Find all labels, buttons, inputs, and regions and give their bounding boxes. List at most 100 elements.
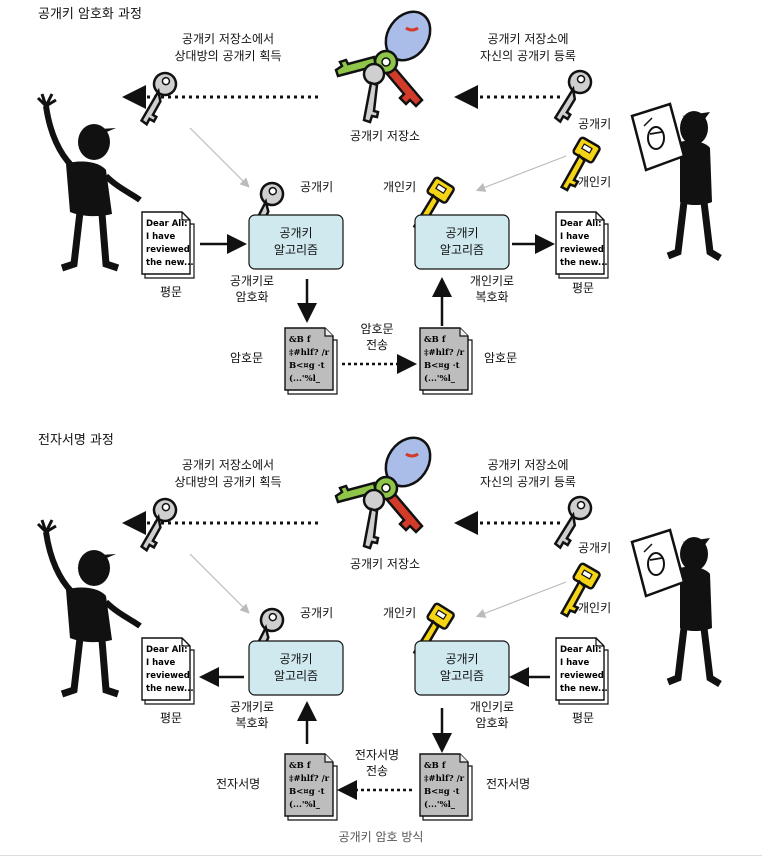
right-algo-label-2: 알고리즘 [440,669,484,683]
svg-text:(...'%l_: (...'%l_ [289,799,321,810]
right-doc-label: 평문 [572,711,594,725]
right-top-label-2: 자신의 공개키 등록 [480,475,576,489]
right-top-label-2: 자신의 공개키 등록 [480,49,576,63]
right-algorithm-box [414,640,510,696]
right-cipher-label: 암호문 [484,351,517,365]
left-top-label-2: 상대방의 공개키 획득 [175,49,282,63]
left-top-label-1: 공개키 저장소에서 [182,32,274,46]
plaintext-doc: Dear Ali: I have reviewed the new... [141,637,195,705]
svg-text:the new...: the new... [146,684,194,694]
svg-text:&B f: &B f [289,761,312,771]
plaintext-doc: Dear Ali: I have reviewed the new... [141,211,195,279]
svg-text:the new...: the new... [146,258,194,268]
left-top-label-1: 공개키 저장소에서 [182,458,274,472]
left-person [38,94,140,268]
encryption-panel: 공개키 암호화 과정 공개키 저장소에서 상대방의 공개키 획득 공개키 저장소… [0,0,762,420]
svg-text:‡#hlf? /r: ‡#hlf? /r [289,774,330,784]
svg-text:&B f: &B f [424,335,447,345]
svg-text:&B f: &B f [289,335,312,345]
public-key-icon [139,68,181,131]
right-algo-label-2: 알고리즘 [440,243,484,257]
digital-signature-panel: 전자서명 과정 공개키 저장소에서 상대방의 공개키 획득 공개키 저장소에 자… [0,426,762,846]
plaintext-doc: Dear Ali: I have reviewed the new... [555,637,609,705]
svg-text:reviewed: reviewed [146,245,190,255]
right-top-label-1: 공개키 저장소에 [487,458,568,472]
svg-text:B<¤g ·t: B<¤g ·t [289,361,325,371]
public-key-icon [139,494,181,557]
right-doc-label: 평문 [572,281,594,295]
svg-text:(...'%l_: (...'%l_ [289,373,321,384]
right-person [632,104,720,258]
left-algo-label-2: 알고리즘 [274,243,318,257]
keyring-icon [334,427,441,550]
svg-text:reviewed: reviewed [146,671,190,681]
svg-text:I have: I have [560,232,589,242]
ciphertext-doc: &B f ‡#hlf? /r B<¤g ·t (...'%l_ [419,327,473,395]
left-algorithm-box [248,640,344,696]
algo-right-key-label: 개인키 [383,606,416,620]
left-algo-label-1: 공개키 [279,652,312,666]
key-store-label: 공개키 저장소 [350,129,420,143]
left-action-1: 공개키로 [230,274,274,288]
left-action-2: 복호화 [235,716,268,730]
svg-text:B<¤g ·t: B<¤g ·t [289,787,325,797]
signature-doc: &B f ‡#hlf? /r B<¤g ·t (...'%l_ [419,753,473,821]
left-cipher-label: 암호문 [230,351,263,365]
svg-text:(...'%l_: (...'%l_ [424,373,456,384]
algo-right-key-label: 개인키 [383,180,416,194]
right-public-key-label: 공개키 [578,541,611,555]
key-store-label: 공개키 저장소 [350,557,420,571]
svg-text:B<¤g ·t: B<¤g ·t [424,361,460,371]
svg-text:B<¤g ·t: B<¤g ·t [424,787,460,797]
transfer-label-2: 전송 [366,338,388,352]
right-person [632,530,720,684]
right-algo-label-1: 공개키 [445,226,478,240]
svg-text:I have: I have [560,658,589,668]
plaintext-doc: Dear Ali: I have reviewed the new... [555,211,609,279]
transfer-label-1: 전자서명 [355,748,399,762]
left-algo-label-2: 알고리즘 [274,669,318,683]
left-doc-label: 평문 [160,285,182,299]
svg-text:I have: I have [146,658,175,668]
svg-text:Dear Ali:: Dear Ali: [146,645,188,655]
right-action-1: 개인키로 [470,700,514,714]
left-algorithm-box [248,214,344,270]
right-cipher-label: 전자서명 [486,777,530,791]
svg-text:the new...: the new... [560,684,608,694]
svg-text:&B f: &B f [424,761,447,771]
figure-caption: 공개키 암호 방식 [338,830,424,844]
left-action-2: 암호화 [235,290,268,304]
svg-text:‡#hlf? /r: ‡#hlf? /r [289,348,330,358]
left-doc-label: 평문 [160,711,182,725]
svg-text:‡#hlf? /r: ‡#hlf? /r [424,348,465,358]
left-person [38,520,140,694]
right-algorithm-box [414,214,510,270]
svg-text:I have: I have [146,232,175,242]
divider [0,855,762,856]
panel-title: 전자서명 과정 [38,433,114,448]
algo-left-key-label: 공개키 [300,180,333,194]
svg-text:reviewed: reviewed [560,671,604,681]
right-public-key-label: 공개키 [578,117,611,131]
svg-text:reviewed: reviewed [560,245,604,255]
left-action-1: 공개키로 [230,700,274,714]
right-action-1: 개인키로 [470,274,514,288]
panel-title: 공개키 암호화 과정 [38,7,142,22]
right-top-label-1: 공개키 저장소에 [487,32,568,46]
svg-text:Dear Ali:: Dear Ali: [560,219,602,229]
svg-text:‡#hlf? /r: ‡#hlf? /r [424,774,465,784]
right-algo-label-1: 공개키 [445,652,478,666]
signature-doc: &B f ‡#hlf? /r B<¤g ·t (...'%l_ [284,753,338,821]
transfer-label-2: 전송 [366,764,388,778]
left-cipher-label: 전자서명 [216,777,260,791]
svg-text:Dear Ali:: Dear Ali: [146,219,188,229]
right-action-2: 암호화 [475,716,508,730]
svg-text:Dear Ali:: Dear Ali: [560,645,602,655]
left-top-label-2: 상대방의 공개키 획득 [175,475,282,489]
algo-left-key-label: 공개키 [300,606,333,620]
left-algo-label-1: 공개키 [279,226,312,240]
svg-text:the new...: the new... [560,258,608,268]
ciphertext-doc: &B f ‡#hlf? /r B<¤g ·t (...'%l_ [284,327,338,395]
right-private-key-label: 개인키 [578,601,611,615]
svg-text:(...'%l_: (...'%l_ [424,799,456,810]
